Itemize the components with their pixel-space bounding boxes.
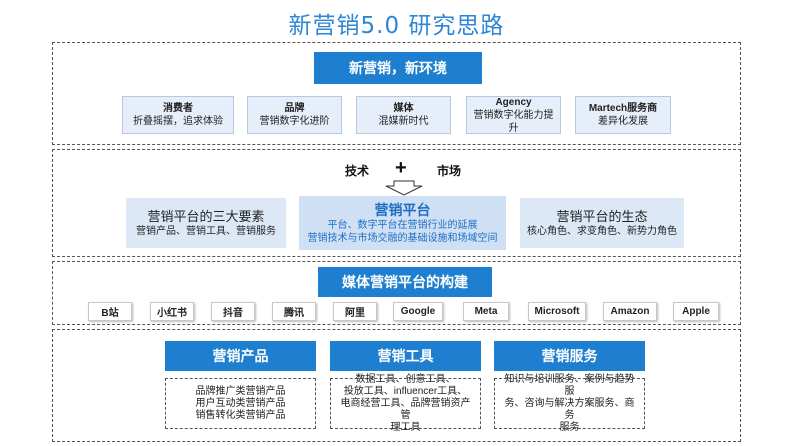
platform-meta: Meta [463,302,509,321]
platform-core-box: 营销平台 平台、数字平台在营销行业的延展 营销技术与市场交融的基础设施和场域空间 [299,196,506,250]
output-products-header: 营销产品 [165,341,316,371]
output-tools-desc: 数据工具、创意工具、 投放工具、influencer工具、 电商经营工具、品牌营… [330,374,481,433]
section-platform [52,149,741,257]
platform-bilibili: B站 [88,302,132,321]
output-line: 用户互动类营销产品 [195,397,286,409]
platform-elements-desc: 营销产品、营销工具、营销服务 [136,226,276,237]
label-market: 市场 [437,164,462,178]
output-line: 务、咨询与解决方案服务、商务 [504,397,635,421]
output-line: 理工具 [390,421,421,433]
env-item-martech: Martech服务商 差异化发展 [575,96,671,134]
output-services-header: 营销服务 [494,341,645,371]
down-arrow-icon [385,180,423,196]
platform-core-desc-2: 营销技术与市场交融的基础设施和场域空间 [307,232,498,244]
media-header: 媒体营销平台的构建 [318,267,492,297]
env-item-desc: 营销数字化能力提升 [473,109,554,134]
platform-ecosystem-desc: 核心角色、求变角色、新势力角色 [527,226,677,237]
label-technology: 技术 [345,164,370,178]
env-item-consumer: 消费者 折叠摇摆，追求体验 [122,96,234,134]
platform-core-desc-1: 平台、数字平台在营销行业的延展 [327,219,478,231]
env-item-media: 媒体 混媒新时代 [356,96,451,134]
env-item-desc: 营销数字化进阶 [259,116,330,127]
env-item-desc: 混媒新时代 [378,116,429,127]
env-item-title: 品牌 [284,103,305,114]
env-item-title: Agency [495,96,532,108]
env-item-title: 媒体 [393,103,414,114]
platform-apple: Apple [673,302,719,321]
platform-alibaba: 阿里 [333,302,377,321]
output-line: 电商经营工具、品牌营销资产管 [340,397,471,421]
platform-tencent: 腾讯 [272,302,316,321]
env-item-agency: Agency 营销数字化能力提升 [466,96,561,134]
env-item-brand: 品牌 营销数字化进阶 [247,96,342,134]
section-outputs [52,329,741,442]
platform-elements-title: 营销平台的三大要素 [147,209,265,224]
platform-ecosystem-title: 营销平台的生态 [556,209,648,224]
platform-douyin: 抖音 [211,302,255,321]
platform-elements-box: 营销平台的三大要素 营销产品、营销工具、营销服务 [126,198,286,248]
output-tools-header: 营销工具 [330,341,481,371]
section-media-platforms [52,261,741,325]
output-products-desc: 品牌推广类营销产品 用户互动类营销产品 销售转化类营销产品 [165,378,316,429]
output-line: 服务 [559,421,580,433]
env-item-desc: 差异化发展 [598,116,648,127]
output-services-desc: 知识与培训服务、案例与趋势服 务、咨询与解决方案服务、商务 服务 [494,374,645,433]
output-line: 投放工具、influencer工具、 [343,385,468,397]
output-line: 知识与培训服务、案例与趋势服 [504,373,635,397]
platform-ecosystem-box: 营销平台的生态 核心角色、求变角色、新势力角色 [520,198,684,248]
env-item-desc: 折叠摇摆，追求体验 [133,116,223,127]
output-line: 品牌推广类营销产品 [195,385,286,397]
plus-icon: + [395,157,407,179]
platform-microsoft: Microsoft [528,302,586,321]
env-item-title: Martech服务商 [588,103,658,114]
environment-header: 新营销，新环境 [314,52,482,84]
platform-core-title: 营销平台 [374,201,431,218]
env-item-title: 消费者 [163,103,193,114]
output-line: 数据工具、创意工具、 [355,373,456,385]
page-title: 新营销5.0 研究思路 [288,13,505,39]
platform-amazon: Amazon [603,302,657,321]
platform-xiaohongshu: 小红书 [150,302,194,321]
output-line: 销售转化类营销产品 [195,409,286,421]
platform-google: Google [393,302,443,321]
section-environment [52,42,741,145]
